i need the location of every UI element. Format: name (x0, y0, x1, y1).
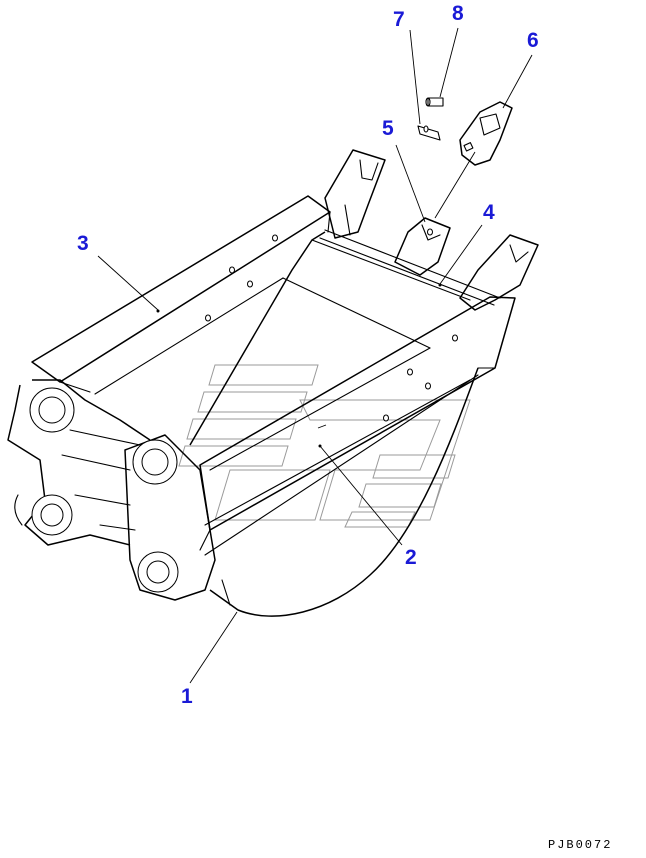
drawing-code: PJB0072 (548, 838, 613, 852)
callout-2: 2 (405, 546, 417, 569)
callout-5: 5 (382, 117, 394, 140)
right-side-plate (199, 296, 516, 531)
teeth (324, 149, 539, 311)
hinge-brackets (7, 379, 216, 601)
callout-6: 6 (527, 29, 539, 52)
exploded-parts (417, 97, 513, 166)
callout-3: 3 (77, 232, 89, 255)
lock-8 (425, 97, 444, 107)
callout-8: 8 (452, 2, 464, 25)
tooth-left (324, 149, 386, 239)
callout-1: 1 (181, 685, 193, 708)
pin-7 (417, 125, 441, 141)
bucket-shell (209, 367, 479, 617)
tooth-center (394, 217, 451, 276)
callout-7: 7 (393, 8, 405, 31)
bucket-body (31, 195, 516, 617)
leader-lines (97, 27, 533, 684)
callout-4: 4 (483, 201, 495, 224)
tooth-adapter-6 (459, 101, 513, 166)
tooth-right (459, 234, 539, 311)
left-side-plate (31, 195, 331, 383)
